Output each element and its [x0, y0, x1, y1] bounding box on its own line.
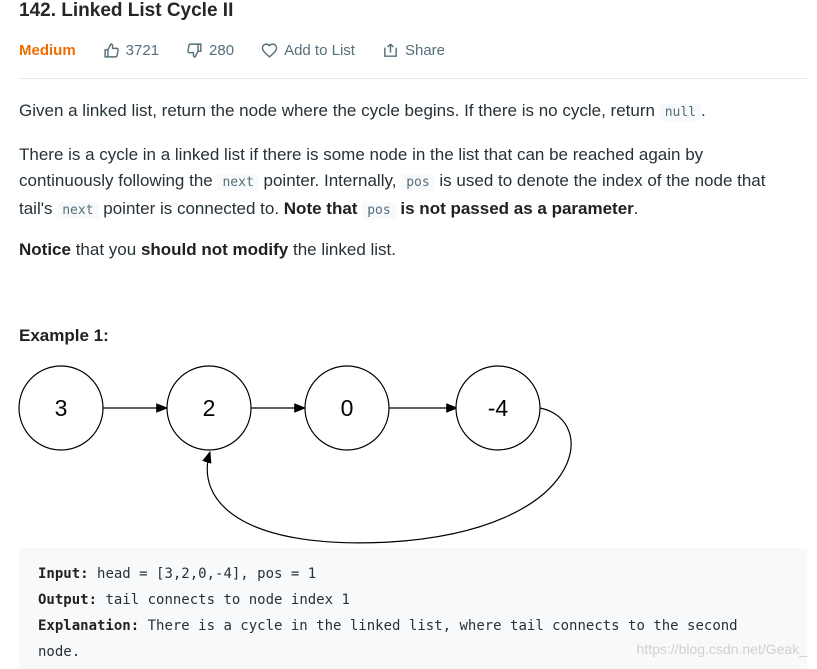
inline-code-pos: pos	[362, 202, 396, 219]
dislike-button[interactable]: 280	[186, 42, 234, 59]
node-circle	[304, 365, 390, 451]
node-label: 0	[341, 395, 354, 421]
add-to-list-label: Add to List	[284, 41, 355, 59]
share-button[interactable]: Share	[382, 42, 445, 59]
watermark: https://blog.csdn.net/Geak_	[636, 641, 807, 657]
output-line: Output: tail connects to node index 1	[38, 592, 350, 608]
problem-meta-bar: Medium 3721 280 Add to List Share	[19, 39, 472, 61]
dislike-count: 280	[209, 41, 235, 59]
node-circle	[18, 365, 104, 451]
inline-code-null: null	[659, 104, 701, 121]
description-paragraph-3: Notice that you should not modify the li…	[19, 240, 396, 259]
like-button[interactable]: 3721	[103, 42, 159, 59]
example-title: Example 1:	[19, 326, 109, 345]
problem-title: 142. Linked List Cycle II	[19, 0, 234, 21]
share-icon	[384, 43, 397, 57]
like-count: 3721	[125, 41, 160, 59]
thumbs-up-icon	[104, 42, 119, 58]
share-label: Share	[404, 41, 445, 59]
inline-code-next: next	[217, 174, 259, 191]
difficulty-badge: Medium	[19, 41, 76, 59]
linked-list-diagram: 3 2 0 -4	[18, 365, 572, 544]
node-label: -4	[488, 395, 509, 421]
example-code-block: Input: head = [3,2,0,-4], pos = 1 Output…	[19, 548, 807, 669]
node-label: 3	[55, 395, 68, 421]
explanation-continuation: node.	[38, 644, 81, 660]
node-circle	[166, 365, 252, 451]
inline-code-pos: pos	[401, 174, 435, 191]
cycle-edge	[202, 407, 572, 544]
node-circle	[455, 365, 541, 451]
node-label: 2	[203, 395, 216, 421]
description-paragraph-1: Given a linked list, return the node whe…	[19, 101, 706, 121]
add-to-list-button[interactable]: Add to List	[261, 42, 355, 59]
inline-code-next: next	[57, 202, 99, 219]
description-paragraph-2: There is a cycle in a linked list if the…	[19, 145, 766, 219]
input-line: Input: head = [3,2,0,-4], pos = 1	[38, 566, 317, 582]
explanation-line: Explanation: There is a cycle in the lin…	[38, 618, 738, 634]
header-divider	[19, 78, 807, 79]
thumbs-down-icon	[187, 42, 202, 58]
heart-icon	[261, 42, 278, 58]
